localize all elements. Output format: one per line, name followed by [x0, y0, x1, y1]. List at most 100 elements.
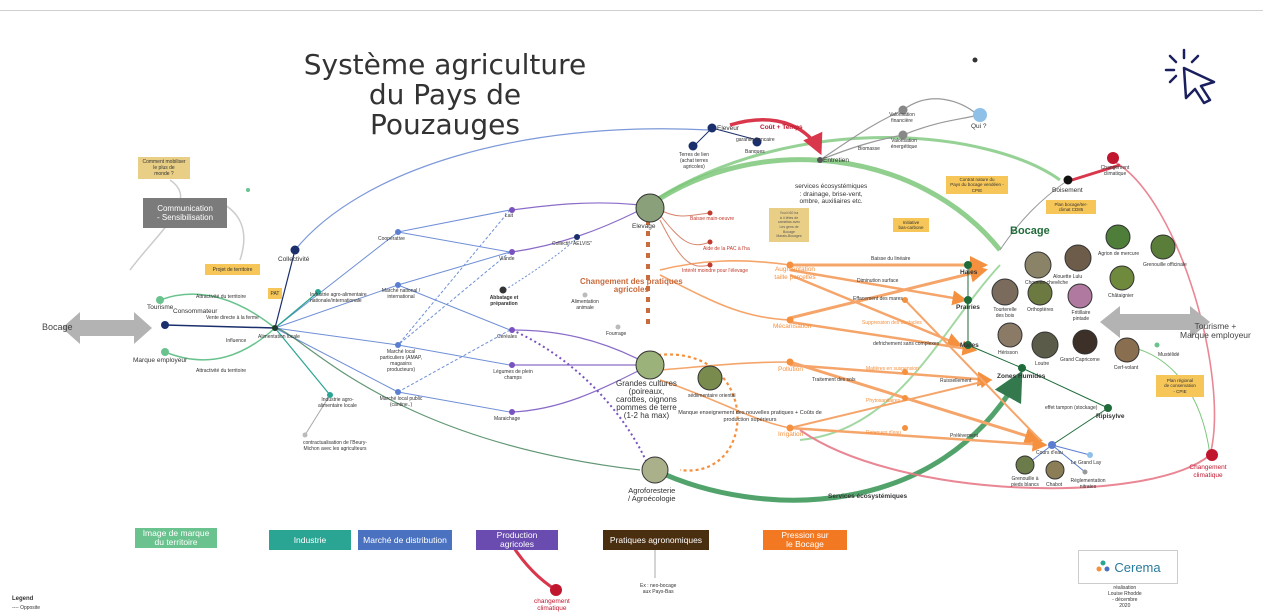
node-consommateur[interactable] [161, 321, 169, 329]
edge-text-vente-directe: Vente directe à la ferme [206, 315, 259, 321]
edge-maraichage-public [397, 391, 511, 413]
node-grandes-cultures[interactable] [635, 350, 665, 380]
box-plan-bocage[interactable]: Plan bocage/ter- climat CD85 [1046, 200, 1096, 214]
box-contrat-nature[interactable]: Contrat nature du Pays du bocage vendéen… [946, 176, 1008, 194]
box-communication[interactable]: Communication - Sensibilisation [143, 198, 227, 228]
node-val-fin[interactable] [898, 105, 908, 115]
node-viande[interactable] [509, 249, 515, 255]
node-changement-top[interactable] [1107, 152, 1119, 164]
label-changement-top: Changement climatique [1100, 165, 1130, 177]
node-marche-national[interactable] [395, 282, 401, 288]
edge-marque-alim [164, 327, 276, 361]
node-mecanisation[interactable] [786, 316, 794, 324]
node-irrigation[interactable] [786, 424, 794, 432]
label-pollution: Pollution [778, 366, 803, 373]
edge-zones-ripisylve [1021, 367, 1109, 409]
node-interet[interactable] [707, 262, 713, 268]
label-val-ener: Valorisation énergétique [890, 138, 918, 150]
box-plan-regional[interactable]: Plan régional de conservation - CPIE [1156, 375, 1204, 397]
node-pollution[interactable] [786, 358, 794, 366]
legend-production: Production agricoles [476, 530, 558, 550]
node-qui[interactable] [973, 108, 987, 122]
edge-pollution-zones [789, 363, 993, 387]
node-alimentation-locale[interactable] [272, 325, 278, 331]
edge-cereales-agro [511, 329, 651, 471]
photo-loutre [1031, 331, 1059, 359]
legend-prod-line2: agricoles [499, 539, 534, 549]
box-tan-line5: Bocage [783, 229, 795, 234]
edge-elev-interet [659, 219, 711, 267]
node-industrie-nat[interactable] [315, 289, 321, 295]
box-comment-mobiliser[interactable]: Comment mobiliser le plus de monde ? [138, 157, 190, 179]
arrow-tourisme-right [1100, 306, 1210, 338]
node-matieres[interactable] [902, 369, 908, 375]
node-fourrage[interactable] [615, 324, 621, 330]
node-cooperative[interactable] [395, 229, 401, 235]
node-abbatage[interactable] [499, 286, 507, 294]
node-prairies[interactable] [964, 296, 972, 304]
box-tan-line4: Les gens de [779, 225, 799, 229]
node-collectivite[interactable] [290, 245, 300, 255]
node-legumes[interactable] [509, 362, 515, 368]
node-grand-lay[interactable] [1087, 452, 1093, 458]
node-phyto[interactable] [902, 395, 908, 401]
legend-changement-node [550, 584, 562, 596]
node-sediment[interactable] [697, 365, 723, 391]
node-haies[interactable] [964, 261, 972, 269]
box-comment-line2: le plus de [153, 165, 175, 171]
photo-cerfvolant [1114, 337, 1140, 363]
legend-pratiques: Pratiques agronomiques [603, 530, 709, 550]
node-marque-employeur[interactable] [161, 348, 169, 356]
node-cours-eau[interactable] [1048, 441, 1056, 449]
node-changement-right[interactable] [1206, 449, 1218, 461]
node-ripisylve[interactable] [1104, 404, 1112, 412]
node-marche-local-part[interactable] [395, 342, 401, 348]
node-entretien[interactable] [817, 157, 823, 163]
node-maraichage[interactable] [509, 409, 515, 415]
node-marche-local-public[interactable] [395, 389, 401, 395]
label-contractualisation: contractualisation de l'Beury-Michon ave… [302, 440, 368, 452]
edge-text-diminution: Diminution surface [857, 278, 899, 284]
node-augmentation[interactable] [786, 261, 794, 269]
edge-pollution-cours [789, 360, 1043, 445]
node-zones-humides[interactable] [1018, 364, 1026, 372]
node-lait[interactable] [509, 207, 515, 213]
node-terres-de-lien[interactable] [688, 141, 698, 151]
node-retenues[interactable] [902, 425, 908, 431]
box-initiative[interactable]: Initiative bas-carbone [893, 218, 929, 232]
node-tourisme[interactable] [156, 296, 164, 304]
node-eleveur[interactable] [707, 123, 717, 133]
edge-gc-maraichage [511, 369, 641, 413]
cursor-click-icon[interactable] [1162, 46, 1224, 108]
node-cereales[interactable] [509, 327, 515, 333]
node-val-ener[interactable] [898, 130, 908, 140]
label-haies: Haies [960, 269, 978, 276]
label-agro-line2: / Agroécologie [628, 494, 676, 503]
species-alouette: Alouette Lulu [1053, 274, 1083, 280]
label-marche-local-part: Marché local particuliers (AMAP, magasin… [379, 349, 423, 373]
box-init-line2: bas-carbone [898, 225, 924, 230]
box-tan-note[interactable]: You’d 60 ha à 4 têtes de camelias avec L… [769, 208, 809, 242]
species-orthopteres: Orthoptères [1027, 307, 1054, 313]
node-aide-pac[interactable] [707, 239, 713, 245]
node-collectif[interactable] [574, 234, 580, 240]
legend-pression: Pression sur le Bocage [763, 530, 847, 550]
photo-herisson [997, 322, 1023, 348]
node-mares[interactable] [964, 341, 972, 349]
edge-industrie-alim [274, 291, 319, 329]
legend-heading: Legend [12, 596, 34, 602]
node-contractualisation[interactable] [302, 432, 308, 438]
node-baisse-main[interactable] [707, 210, 713, 216]
node-alim-animale[interactable] [582, 292, 588, 298]
node-agroforesterie[interactable] [641, 456, 669, 484]
node-reglementation[interactable] [1082, 469, 1088, 475]
node-industrie-loc[interactable] [327, 392, 333, 398]
node-boisement[interactable] [1063, 175, 1073, 185]
node-suppression[interactable] [902, 297, 908, 303]
label-industrie-loc: Industrie agro-alimentaire locale [318, 397, 357, 409]
box-projet-territoire[interactable]: Projet de territoire [205, 264, 260, 275]
box-pat[interactable]: PAT [268, 288, 282, 299]
node-banques[interactable] [752, 137, 762, 147]
node-elevage[interactable] [635, 193, 665, 223]
